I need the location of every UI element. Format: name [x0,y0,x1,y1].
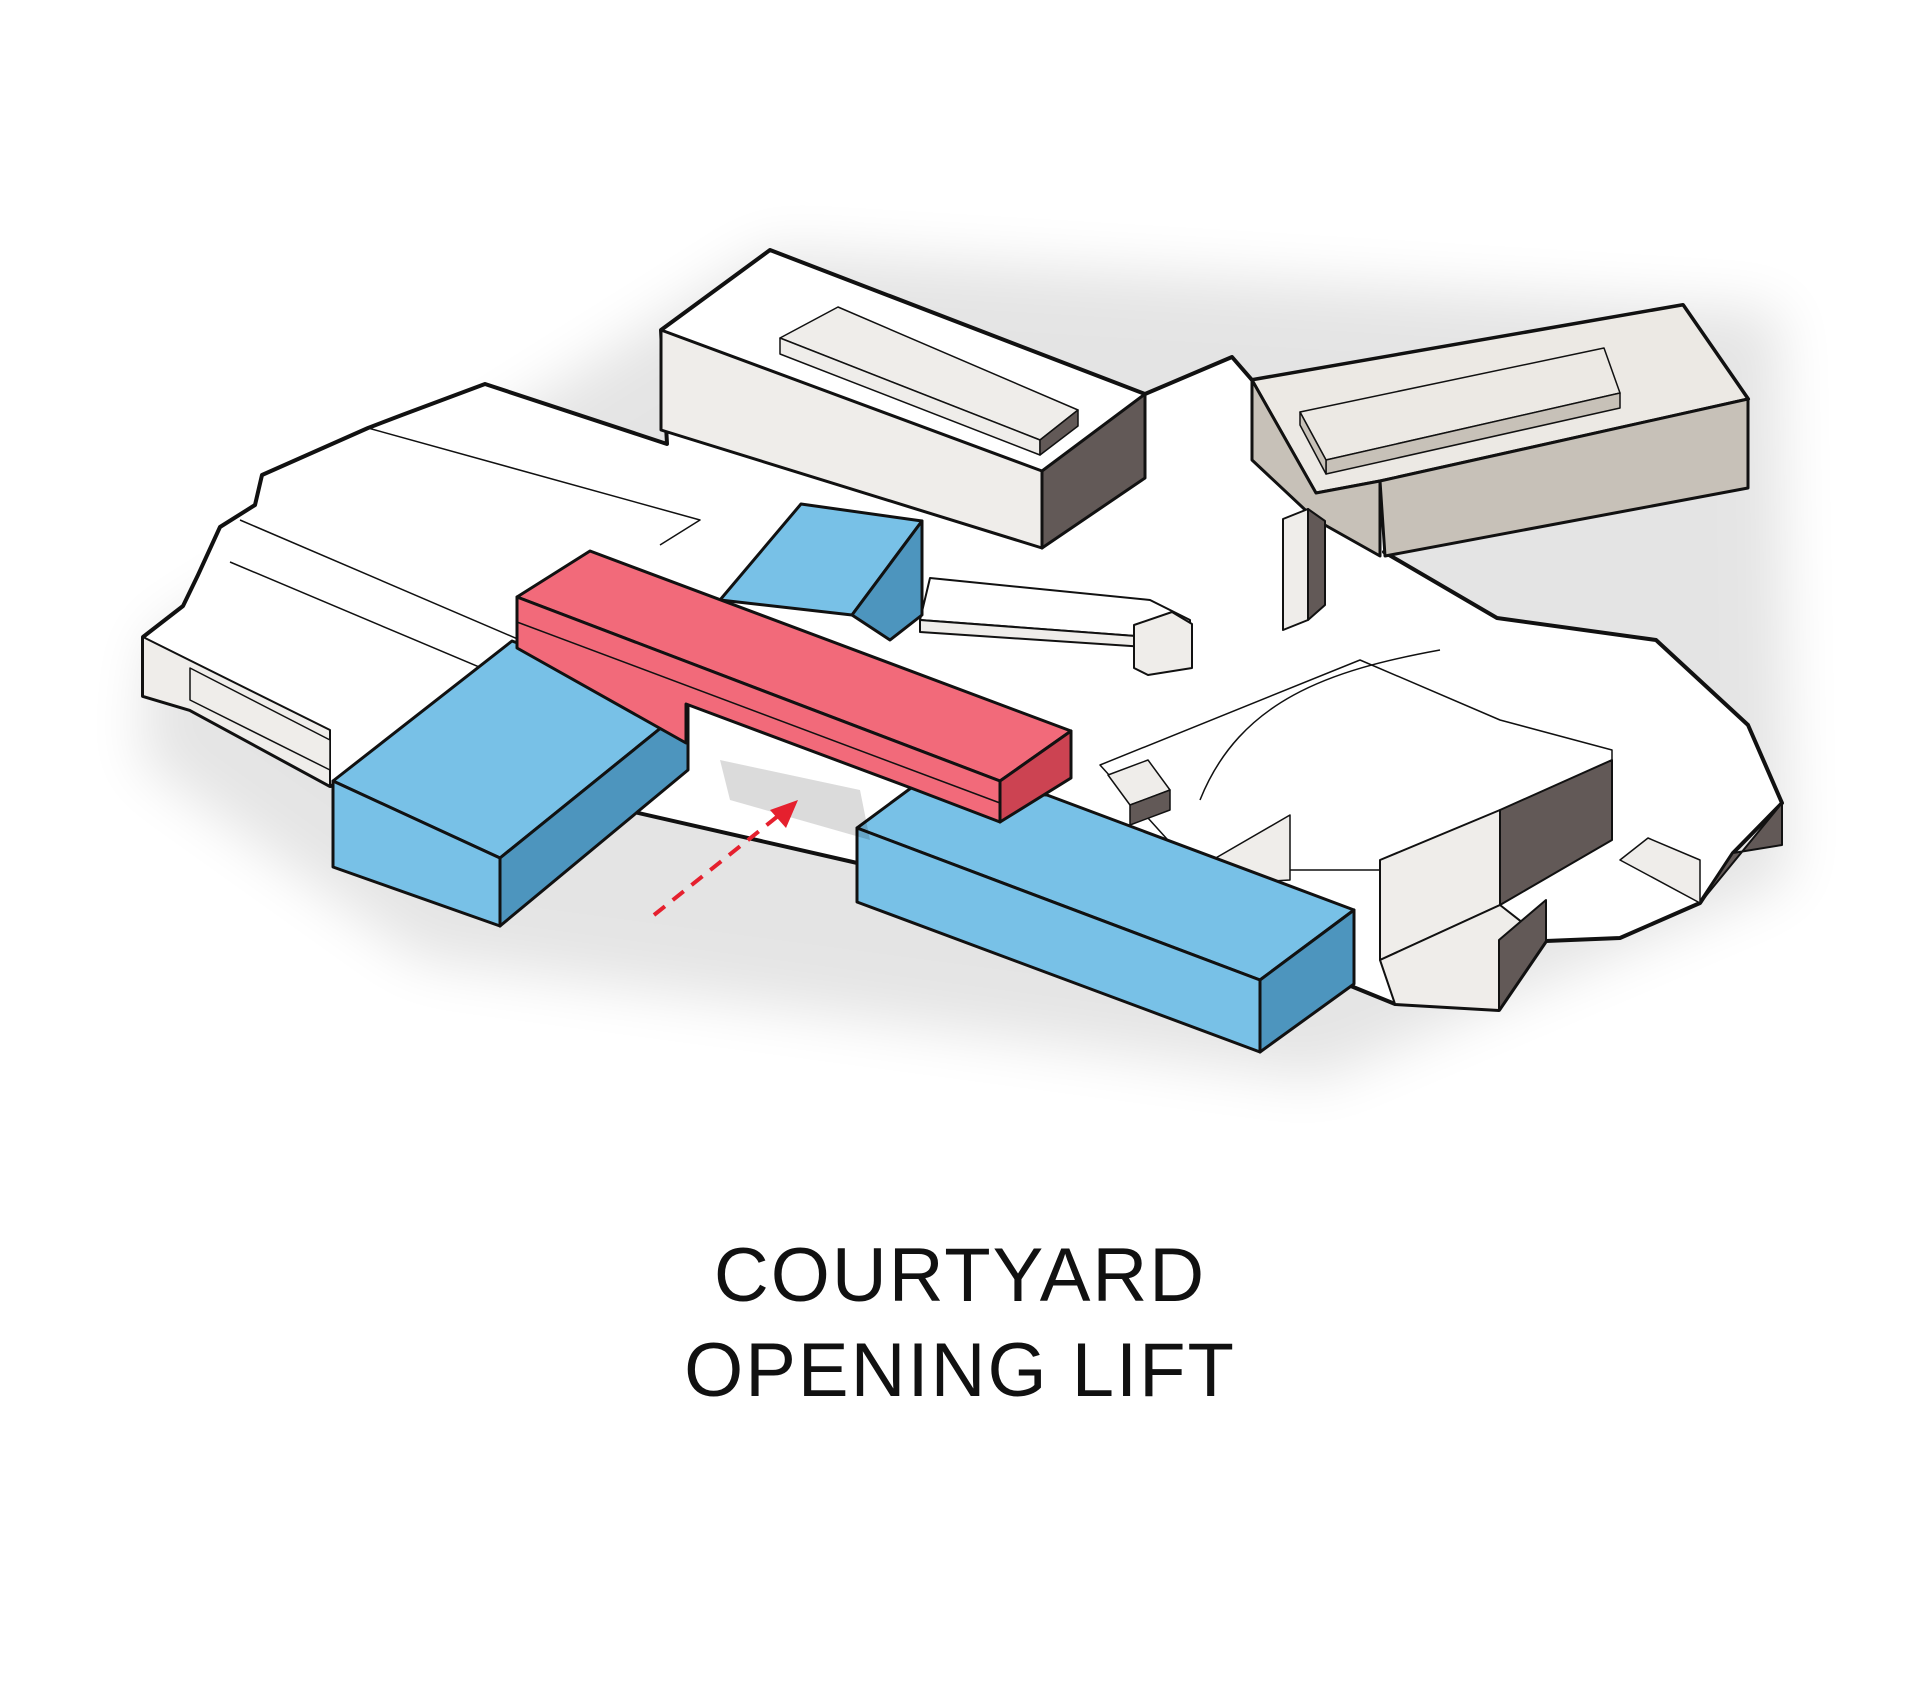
new-wings [331,502,1356,1054]
center-roof-box-side [1039,409,1079,456]
left-slab-edge-1 [239,519,521,641]
right-roof-box-side [1299,411,1327,475]
courtyard-tower-side [1307,508,1326,621]
right-end-block-front [1619,837,1701,904]
left-blue-wing-side [498,704,690,928]
existing-buildings [141,248,1784,1012]
under-bar-shadow [720,760,870,840]
red-bar-mid-line [516,621,1001,804]
caption-line-2: OPENING LIFT [684,1328,1236,1413]
red-bar-side [998,729,1073,824]
caption-line-1: COURTYARD [713,1233,1207,1318]
right-beige-block-side [1378,397,1750,558]
center-tall-block-side [1040,392,1147,550]
right-stub-side [1129,789,1171,826]
left-slab-edge-2 [229,561,511,681]
left-wing-top-edge [367,427,701,546]
right-lower-face-c-side [1498,899,1547,1011]
courtyard-tower-front [1282,508,1309,631]
right-end-block-side [1699,802,1783,904]
lifted-courtyard-bar [515,549,1073,824]
courtyard-small-box [1133,611,1193,676]
lift-arrow-head [770,800,798,828]
upper-blue-wing-side [850,519,924,642]
right-blue-wing-side [1258,908,1356,1054]
lift-arrow [652,800,798,917]
lift-arrow-shaft [652,814,780,917]
right-lower-face-b-side [1499,759,1613,906]
right-beige-block-front [1250,378,1382,558]
curved-roof-line [1199,649,1441,801]
left-block-step-face [189,667,331,771]
